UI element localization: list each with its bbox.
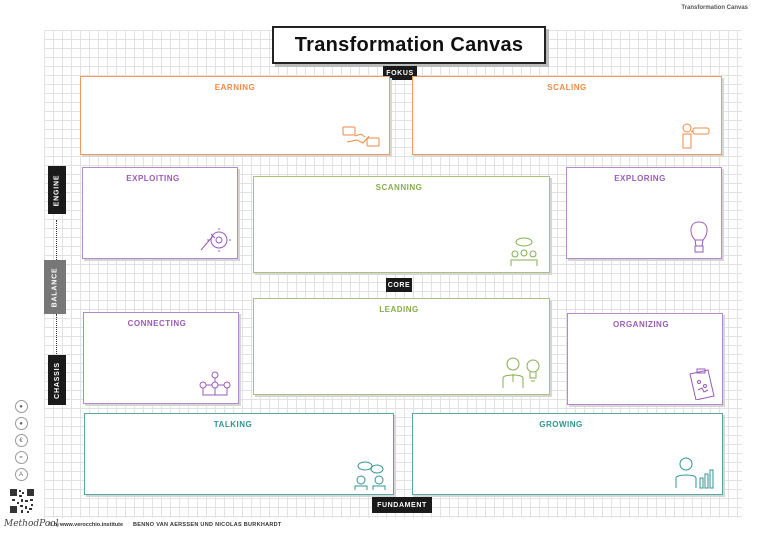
balance-chassis-connector xyxy=(56,314,57,354)
card-exploiting[interactable]: EXPLOITING xyxy=(82,167,238,259)
card-connecting[interactable]: CONNECTING xyxy=(83,312,239,404)
engine-label: ENGINE xyxy=(53,174,61,206)
team-meeting-icon xyxy=(510,237,538,266)
card-talking[interactable]: TALKING xyxy=(84,413,394,495)
card-label: TALKING xyxy=(213,420,253,429)
fokus-tag: FOKUS xyxy=(383,66,417,80)
engine-tag: ENGINE xyxy=(48,166,66,214)
core-tag: CORE xyxy=(386,278,412,292)
chassis-tag: CHASSIS xyxy=(48,355,66,405)
card-scaling[interactable]: SCALING xyxy=(412,76,722,155)
card-earning[interactable]: EARNING xyxy=(80,76,390,155)
card-label: EXPLOITING xyxy=(126,174,180,183)
cc-icon: = xyxy=(14,451,28,464)
corner-title: Transformation Canvas xyxy=(681,5,748,11)
card-label: EXPLORING xyxy=(614,174,666,183)
qr-code[interactable] xyxy=(9,488,35,514)
balance-tag: BALANCE xyxy=(44,260,66,314)
license-icons: ● ● € = A xyxy=(12,400,30,485)
card-leading[interactable]: LEADING xyxy=(253,298,550,395)
network-icon xyxy=(199,371,231,396)
telescope-icon xyxy=(682,123,710,149)
clipboard-icon xyxy=(689,368,715,400)
card-exploring[interactable]: EXPLORING xyxy=(566,167,722,259)
copyright-text: © by xyxy=(48,522,60,528)
conversation-icon xyxy=(354,461,386,490)
card-label: GROWING xyxy=(539,420,583,429)
hot-air-balloon-icon xyxy=(690,221,708,253)
leader-idea-icon xyxy=(502,357,540,388)
fundament-tag: FUNDAMENT xyxy=(372,497,432,513)
card-scanning[interactable]: SCANNING xyxy=(253,176,550,273)
person-icon: ● xyxy=(14,417,28,430)
chassis-label: CHASSIS xyxy=(53,361,61,399)
growth-person-icon xyxy=(675,457,714,489)
card-label: EARNING xyxy=(214,83,256,92)
methodpool-logo: MethodPool xyxy=(4,519,59,529)
card-label: CONNECTING xyxy=(127,319,187,328)
page-title: Transformation Canvas xyxy=(272,26,546,64)
card-growing[interactable]: GROWING xyxy=(412,413,723,495)
people-icon: ● xyxy=(14,400,28,413)
card-label: ORGANIZING xyxy=(612,320,670,329)
euro-icon: € xyxy=(14,434,28,447)
card-label: SCALING xyxy=(547,83,587,92)
balance-label: BALANCE xyxy=(51,267,59,307)
card-label: SCANNING xyxy=(375,183,423,192)
handshake-icon xyxy=(342,126,380,147)
authors-text: BENNO VAN AERSSEN UND NICOLAS BURKHARDT xyxy=(133,522,282,528)
engine-balance-connector xyxy=(56,220,57,260)
a-icon: A xyxy=(14,468,28,481)
website-link[interactable]: www.verocchio.institute xyxy=(60,522,124,528)
card-organizing[interactable]: ORGANIZING xyxy=(567,313,723,405)
card-label: LEADING xyxy=(379,305,419,314)
gear-wrench-icon xyxy=(200,228,231,252)
